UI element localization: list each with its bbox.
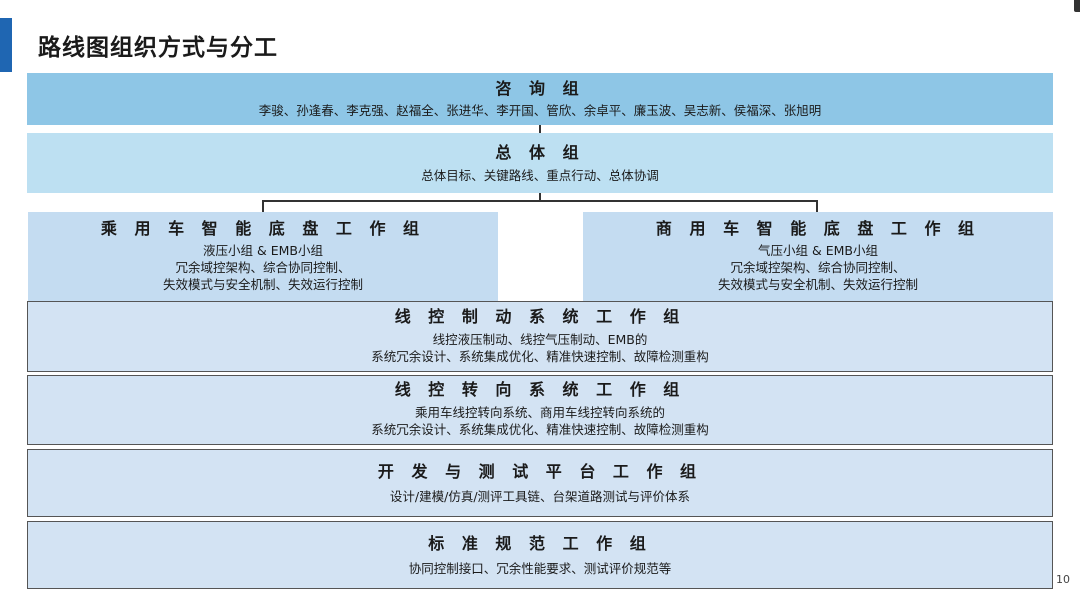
general-group-box: 总 体 组 总体目标、关键路线、重点行动、总体协调 — [27, 133, 1053, 193]
steer-group-line-2: 系统冗余设计、系统集成优化、精准快速控制、故障检测重构 — [371, 422, 709, 437]
connector-left-drop — [262, 200, 264, 212]
standard-group-desc: 协同控制接口、冗余性能要求、测试评价规范等 — [408, 561, 672, 576]
brake-group-box: 线 控 制 动 系 统 工 作 组 线控液压制动、线控气压制动、EMB的 系统冗… — [27, 301, 1053, 372]
brake-group-line-1: 线控液压制动、线控气压制动、EMB的 — [432, 332, 648, 347]
general-group-desc: 总体目标、关键路线、重点行动、总体协调 — [421, 168, 659, 183]
page-title: 路线图组织方式与分工 — [38, 35, 278, 61]
connector-horizontal — [262, 200, 818, 202]
steer-group-line-1: 乘用车线控转向系统、商用车线控转向系统的 — [414, 405, 665, 420]
brake-group-heading: 线 控 制 动 系 统 工 作 组 — [394, 307, 686, 326]
commercial-chassis-line-1: 气压小组 & EMB小组 — [758, 243, 878, 258]
general-group-heading: 总 体 组 — [495, 143, 585, 162]
passenger-chassis-heading: 乘 用 车 智 能 底 盘 工 作 组 — [100, 219, 426, 238]
title-accent-bar — [0, 18, 12, 72]
test-platform-heading: 开 发 与 测 试 平 台 工 作 组 — [377, 462, 703, 481]
commercial-chassis-box: 商 用 车 智 能 底 盘 工 作 组 气压小组 & EMB小组 冗余域控架构、… — [583, 212, 1053, 301]
connector-general-down — [539, 193, 541, 201]
passenger-chassis-line-1: 液压小组 & EMB小组 — [203, 243, 323, 258]
page-number: 10 — [1056, 573, 1070, 586]
consult-group-heading: 咨 询 组 — [495, 79, 585, 98]
steer-group-box: 线 控 转 向 系 统 工 作 组 乘用车线控转向系统、商用车线控转向系统的 系… — [27, 375, 1053, 445]
test-platform-desc: 设计/建模/仿真/测评工具链、台架道路测试与评价体系 — [389, 489, 691, 504]
connector-right-drop — [816, 200, 818, 212]
consult-group-box: 咨 询 组 李骏、孙逢春、李克强、赵福全、张进华、李开国、管欣、余卓平、廉玉波、… — [27, 73, 1053, 125]
steer-group-heading: 线 控 转 向 系 统 工 作 组 — [394, 380, 686, 399]
passenger-chassis-line-3: 失效模式与安全机制、失效运行控制 — [162, 277, 363, 292]
commercial-chassis-heading: 商 用 车 智 能 底 盘 工 作 组 — [655, 219, 981, 238]
standard-group-box: 标 准 规 范 工 作 组 协同控制接口、冗余性能要求、测试评价规范等 — [27, 521, 1053, 589]
commercial-chassis-line-2: 冗余域控架构、综合协同控制、 — [730, 260, 906, 275]
passenger-chassis-box: 乘 用 车 智 能 底 盘 工 作 组 液压小组 & EMB小组 冗余域控架构、… — [28, 212, 498, 301]
connector-consult-general — [539, 125, 541, 133]
passenger-chassis-line-2: 冗余域控架构、综合协同控制、 — [175, 260, 351, 275]
standard-group-heading: 标 准 规 范 工 作 组 — [428, 534, 652, 553]
corner-mark — [1074, 0, 1080, 12]
brake-group-line-2: 系统冗余设计、系统集成优化、精准快速控制、故障检测重构 — [371, 349, 709, 364]
commercial-chassis-line-3: 失效模式与安全机制、失效运行控制 — [717, 277, 918, 292]
test-platform-box: 开 发 与 测 试 平 台 工 作 组 设计/建模/仿真/测评工具链、台架道路测… — [27, 449, 1053, 517]
consult-group-members: 李骏、孙逢春、李克强、赵福全、张进华、李开国、管欣、余卓平、廉玉波、吴志新、侯福… — [258, 103, 822, 118]
